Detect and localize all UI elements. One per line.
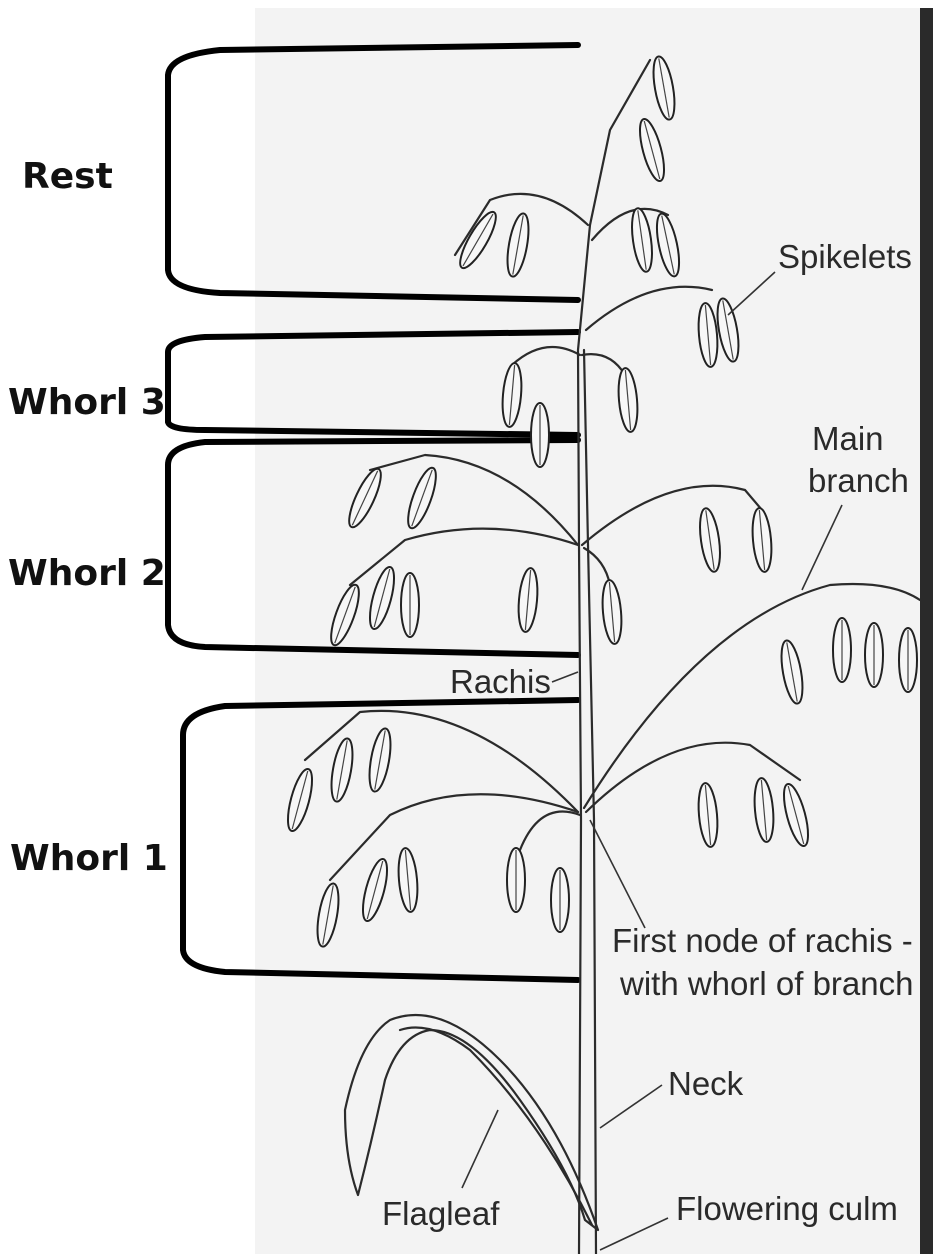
- spikelet: [501, 362, 523, 428]
- spikelet: [517, 567, 539, 633]
- branch-rest-spikelets: [584, 285, 714, 332]
- spikelet: [601, 579, 623, 645]
- flagleaf: [343, 1013, 600, 1232]
- leader-rachis: [551, 671, 579, 683]
- spikelet: [368, 566, 396, 630]
- leader-flowering-culm: [599, 1217, 669, 1251]
- spikelet: [751, 507, 773, 573]
- spikelet: [716, 297, 740, 363]
- label-rachis: Rachis: [450, 663, 551, 700]
- spikelet: [655, 212, 681, 278]
- spikelet: [864, 622, 884, 688]
- spikelet: [348, 467, 382, 529]
- section-brackets: [165, 42, 581, 983]
- section-label-whorl3: Whorl 3: [8, 382, 166, 423]
- spikelet: [316, 882, 340, 948]
- spikelet: [330, 737, 354, 803]
- spikelet: [780, 639, 804, 705]
- section-label-whorl2: Whorl 2: [8, 553, 166, 594]
- spikelet: [782, 783, 810, 847]
- spikelet: [550, 867, 570, 933]
- bracket-whorl1: [180, 697, 581, 983]
- spikelet: [697, 302, 719, 368]
- branch-whorl1-d: [518, 810, 582, 852]
- spikelet: [506, 847, 526, 913]
- page-edge: [920, 8, 933, 1254]
- spikelet: [617, 367, 639, 433]
- leader-first-node: [589, 819, 646, 929]
- section-label-rest: Rest: [22, 156, 113, 197]
- spikelets: [286, 55, 918, 948]
- label-main-branch-line2: branch: [808, 462, 909, 499]
- spikelet: [368, 727, 392, 793]
- bracket-whorl3: [165, 329, 581, 438]
- branch-whorl3-left: [510, 345, 582, 367]
- spikelet: [832, 617, 852, 683]
- leader-lines: [461, 271, 843, 1251]
- branch-whorl1-c: [584, 741, 802, 814]
- spikelet: [397, 847, 419, 913]
- branch-rest-right: [590, 207, 670, 242]
- label-main-branch-line1: Main: [812, 420, 884, 457]
- label-neck: Neck: [668, 1065, 744, 1102]
- stem-inner: [582, 348, 598, 1254]
- branch-rest-left: [453, 192, 590, 257]
- spikelet: [407, 466, 437, 530]
- stem: [576, 58, 652, 1254]
- spikelet: [361, 858, 389, 922]
- bracket-rest: [165, 42, 581, 303]
- spikelet: [631, 207, 653, 273]
- spikelet: [506, 212, 530, 278]
- section-label-whorl1: Whorl 1: [10, 838, 168, 879]
- spikelet: [898, 627, 918, 693]
- spikelet: [530, 402, 550, 468]
- branch-whorl1-main: [582, 582, 922, 810]
- label-first-node-line2: with whorl of branch: [619, 965, 913, 1002]
- spikelet: [697, 782, 719, 848]
- spikelet: [699, 507, 721, 573]
- leader-neck: [599, 1084, 663, 1129]
- branch-whorl1-a: [303, 709, 580, 814]
- label-flowering-culm: Flowering culm: [676, 1190, 898, 1227]
- branch-whorl1-b: [328, 793, 580, 882]
- spikelet: [330, 583, 360, 647]
- leader-spikelets: [727, 271, 776, 316]
- bracket-whorl2: [165, 437, 581, 658]
- spikelet: [286, 768, 314, 832]
- label-first-node-line1: First node of rachis -: [612, 922, 913, 959]
- spikelet: [400, 572, 420, 638]
- spikelet: [753, 777, 775, 843]
- leader-main-branch: [801, 504, 843, 591]
- spikelet: [459, 210, 497, 270]
- branch-whorl2-c: [580, 484, 764, 547]
- leader-flagleaf: [461, 1109, 499, 1189]
- branch-whorl2-a: [368, 453, 580, 547]
- branch-whorl2-b: [348, 527, 580, 587]
- flagleaf-midrib: [398, 1026, 594, 1227]
- spikelet: [638, 118, 666, 182]
- label-spikelets: Spikelets: [778, 238, 912, 275]
- label-flagleaf: Flagleaf: [382, 1195, 500, 1232]
